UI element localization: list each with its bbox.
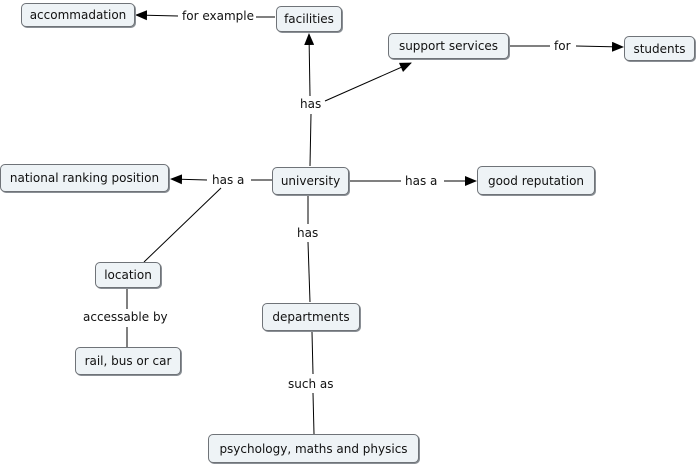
node-accommodation[interactable]: accommadation — [21, 3, 135, 27]
arrow-has-support-services — [324, 62, 412, 102]
line-university-has — [309, 113, 312, 167]
node-departments[interactable]: departments — [262, 303, 360, 331]
link-label-for-example: for example — [180, 9, 256, 23]
node-university[interactable]: university — [272, 167, 349, 195]
link-label-such-as: such as — [286, 377, 336, 391]
node-subjects[interactable]: psychology, maths and physics — [208, 434, 419, 463]
link-label-has-top: has — [298, 97, 324, 111]
arrow-for-example-accommodation — [135, 10, 179, 21]
link-label-has-a-left: has a — [210, 173, 247, 187]
link-label-has-bottom: has — [295, 226, 321, 240]
link-label-has-a-right: has a — [403, 174, 440, 188]
node-national-ranking[interactable]: national ranking position — [0, 164, 169, 192]
line-has-departments — [307, 241, 311, 303]
node-facilities[interactable]: facilities — [276, 6, 342, 32]
arrow-has-facilities — [304, 33, 315, 97]
arrow-has-a-national-ranking — [170, 174, 208, 185]
node-good-reputation[interactable]: good reputation — [477, 166, 595, 195]
node-support-services[interactable]: support services — [388, 33, 509, 59]
node-rail-bus-car[interactable]: rail, bus or car — [75, 347, 181, 375]
arrow-for-students — [575, 41, 624, 52]
link-label-accessable-by: accessable by — [81, 310, 170, 324]
node-location[interactable]: location — [95, 262, 161, 288]
node-students[interactable]: students — [624, 36, 695, 61]
line-departments-such-as — [311, 331, 314, 375]
line-has-a-location — [143, 187, 222, 263]
line-such-as-subjects — [312, 392, 315, 435]
link-label-for: for — [552, 39, 573, 53]
